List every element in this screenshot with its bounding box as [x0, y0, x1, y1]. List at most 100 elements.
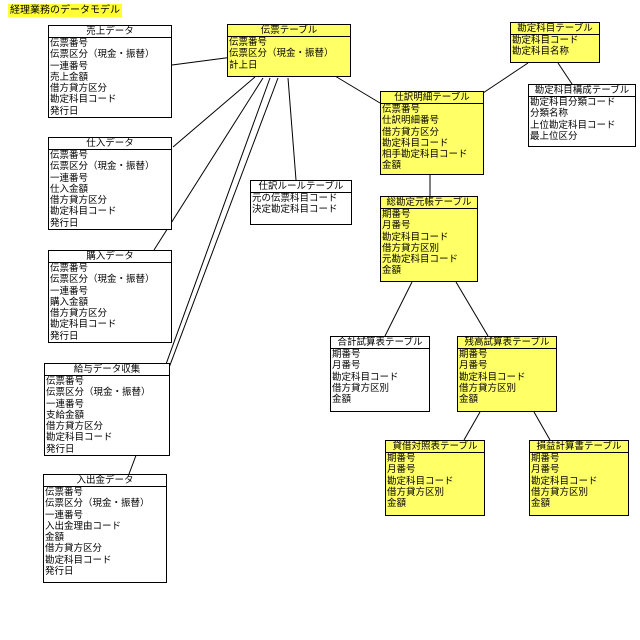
attribute: 勘定科目コード: [459, 371, 526, 383]
entity-header: 給与データ収集: [45, 364, 169, 376]
attribute: 発行日: [50, 330, 79, 342]
attribute: 金額: [332, 394, 352, 406]
attribute: 伝票番号: [45, 487, 84, 498]
attribute: 期番号: [387, 453, 416, 464]
entity-shiwake-meisai-table: 仕訳明細テーブル 伝票番号 仕訳明細番号 借方貸方区分 勘定科目コード 相手勘定…: [380, 91, 484, 175]
attribute: 仕訳明細番号: [382, 115, 440, 127]
entity-header: 仕訳明細テーブル: [381, 92, 483, 104]
link-denpyo-shiwake-meisai: [329, 72, 381, 104]
attribute: 月番号: [531, 464, 560, 476]
attribute: 借方貸方区分: [382, 126, 440, 138]
entity-shiwake-rule-table: 仕訳ルールテーブル 元の伝票科目コード 決定勘定科目コード: [250, 180, 352, 225]
attribute: 期番号: [382, 209, 411, 220]
attribute: 月番号: [382, 220, 411, 232]
attribute: 金額: [45, 532, 65, 544]
attribute: 勘定科目名称: [512, 46, 570, 58]
entity-header: 残高試算表テーブル: [458, 337, 556, 349]
attribute: 借方貸方区別: [531, 486, 589, 498]
attribute: 勘定科目コード: [46, 432, 113, 444]
link-kanjo-kosei: [557, 62, 573, 85]
link-kanjo-shiwake-meisai: [482, 62, 529, 94]
attribute: 勘定科目コード: [50, 319, 117, 331]
entity-kyuyo-data: 給与データ収集 伝票番号 伝票区分（現金・振替） 一連番号 支給金額 借方貸方区…: [44, 363, 170, 456]
attribute: 伝票区分（現金・振替）: [46, 387, 151, 399]
attribute: 勘定科目コード: [531, 475, 598, 487]
entity-header: 仕訳ルールテーブル: [251, 181, 351, 193]
attribute: 伝票番号: [50, 150, 89, 161]
link-sokanjo-gokei: [384, 281, 413, 337]
link-zandaka-soneki: [533, 411, 551, 441]
attribute: 分類名称: [530, 108, 569, 120]
attribute: 期番号: [531, 453, 560, 464]
attribute: 伝票区分（現金・振替）: [229, 48, 334, 60]
entity-kanjo-kamoku-table: 勘定科目テーブル 勘定科目コード 勘定科目名称: [510, 22, 600, 63]
attribute: 支給金額: [46, 409, 85, 421]
entity-header: 仕入データ: [49, 138, 171, 150]
attribute: 発行日: [50, 105, 79, 117]
link-denpyo-shiire: [172, 76, 256, 148]
entity-sokanjo-table: 総勘定元帳テーブル 期番号 月番号 勘定科目コード 借方貸方区別 元勘定科目コー…: [380, 196, 478, 282]
attribute: 伝票番号: [229, 37, 268, 48]
entity-header: 購入データ: [49, 251, 171, 263]
attribute: 勘定科目コード: [512, 35, 579, 46]
entity-nyushukkin-data: 入出金データ 伝票番号 伝票区分（現金・振替） 一連番号 入出金理由コード 金額…: [43, 474, 167, 583]
attribute: 発行日: [50, 217, 79, 229]
attribute: 発行日: [45, 566, 74, 578]
link-denpyo-kyuyo: [152, 77, 271, 401]
attribute: 伝票番号: [382, 104, 421, 115]
attribute: 勘定科目コード: [50, 206, 117, 218]
attribute: 一連番号: [50, 60, 89, 72]
attribute: 一連番号: [50, 285, 89, 297]
entity-header: 売上データ: [49, 26, 171, 38]
attribute: 一連番号: [46, 398, 85, 410]
link-sokanjo-zandaka: [455, 281, 489, 337]
attribute: 一連番号: [50, 172, 89, 184]
entity-zandaka-shisanhyo-table: 残高試算表テーブル 期番号 月番号 勘定科目コード 借方貸方区別 金額: [457, 336, 557, 412]
entity-header: 入出金データ: [44, 475, 166, 487]
attribute: 借方貸方区別: [459, 382, 517, 394]
attribute: 決定勘定科目コード: [252, 204, 338, 216]
attribute: 勘定科目コード: [332, 371, 399, 383]
entity-header: 貸借対照表テーブル: [386, 441, 484, 453]
entity-gokei-shisanhyo-table: 合計試算表テーブル 期番号 月番号 勘定科目コード 借方貸方区別 金額: [330, 336, 430, 412]
attribute: 借方貸方区分: [50, 83, 108, 95]
entity-soneki-keisansho-table: 損益計算書テーブル 期番号 月番号 勘定科目コード 借方貸方区別 金額: [529, 440, 629, 516]
link-zandaka-taishaku: [463, 411, 481, 441]
attribute: 金額: [531, 498, 551, 510]
attribute: 月番号: [387, 464, 416, 476]
entity-header: 伝票テーブル: [228, 25, 350, 37]
entity-header: 合計試算表テーブル: [331, 337, 429, 349]
attribute: 金額: [382, 265, 402, 277]
diagram-title: 経理業務のデータモデル: [8, 4, 122, 17]
attribute: 月番号: [332, 360, 361, 372]
attribute: 発行日: [46, 443, 75, 455]
attribute: 勘定科目コード: [387, 475, 454, 487]
entity-header: 勘定科目テーブル: [511, 23, 599, 35]
attribute: 勘定科目コード: [382, 137, 449, 149]
attribute: 金額: [459, 394, 479, 406]
entity-header: 総勘定元帳テーブル: [381, 197, 477, 209]
attribute: 入出金理由コード: [45, 520, 122, 532]
attribute: 伝票区分（現金・振替）: [45, 498, 150, 510]
attribute: 借方貸方区分: [50, 308, 108, 320]
attribute: 伝票区分（現金・振替）: [50, 49, 155, 61]
attribute: 仕入金額: [50, 183, 89, 195]
attribute: 元勘定科目コード: [382, 254, 459, 266]
attribute: 伝票番号: [46, 376, 85, 387]
attribute: 期番号: [332, 349, 361, 360]
attribute: 勘定科目コード: [50, 94, 117, 106]
attribute: 勘定科目コード: [45, 554, 112, 566]
entity-header: 損益計算書テーブル: [530, 441, 628, 453]
attribute: 金額: [387, 498, 407, 510]
attribute: 最上位区分: [530, 130, 578, 142]
attribute: 上位勘定科目コード: [530, 119, 616, 131]
attribute: 伝票番号: [50, 38, 89, 49]
attribute: 借方貸方区別: [382, 242, 440, 254]
attribute: 金額: [382, 160, 402, 172]
attribute: 期番号: [459, 349, 488, 360]
attribute: 借方貸方区分: [45, 543, 103, 555]
attribute: 借方貸方区分: [50, 195, 108, 207]
attribute: 伝票区分（現金・振替）: [50, 161, 155, 173]
attribute: 売上金額: [50, 71, 89, 83]
